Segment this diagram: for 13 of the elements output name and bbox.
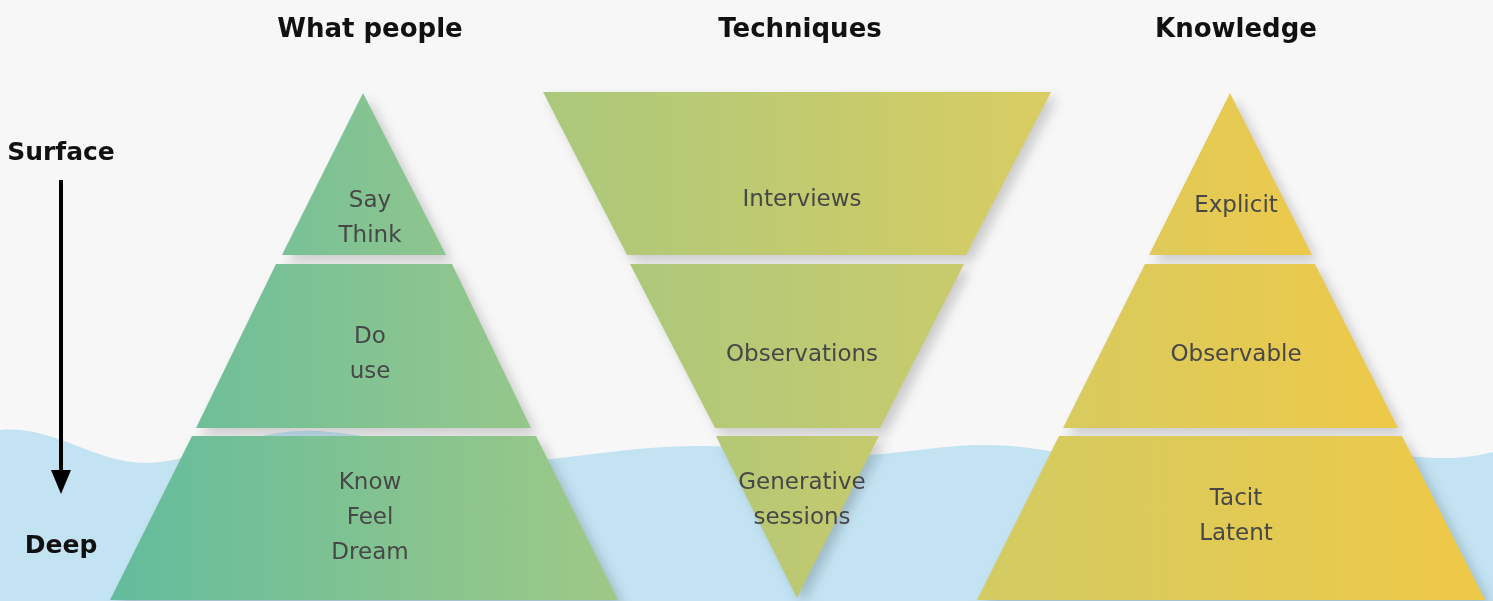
segment-label: Do use [349,321,391,385]
column-heading: What people [277,13,463,43]
axis-label: Deep [24,529,98,559]
segment-label: Observable [1170,338,1302,368]
column-heading: Knowledge [1155,13,1317,43]
axis-label: Surface [7,136,115,166]
segment-label: Know Feel Dream [331,466,409,566]
segment-label: Say Think [338,185,402,249]
segment-label: Explicit [1194,189,1278,219]
segment-label: Observations [726,338,878,368]
segment-label: Tacit Latent [1199,483,1273,547]
segment-label: Interviews [742,183,862,213]
column-heading: Techniques [718,13,882,43]
